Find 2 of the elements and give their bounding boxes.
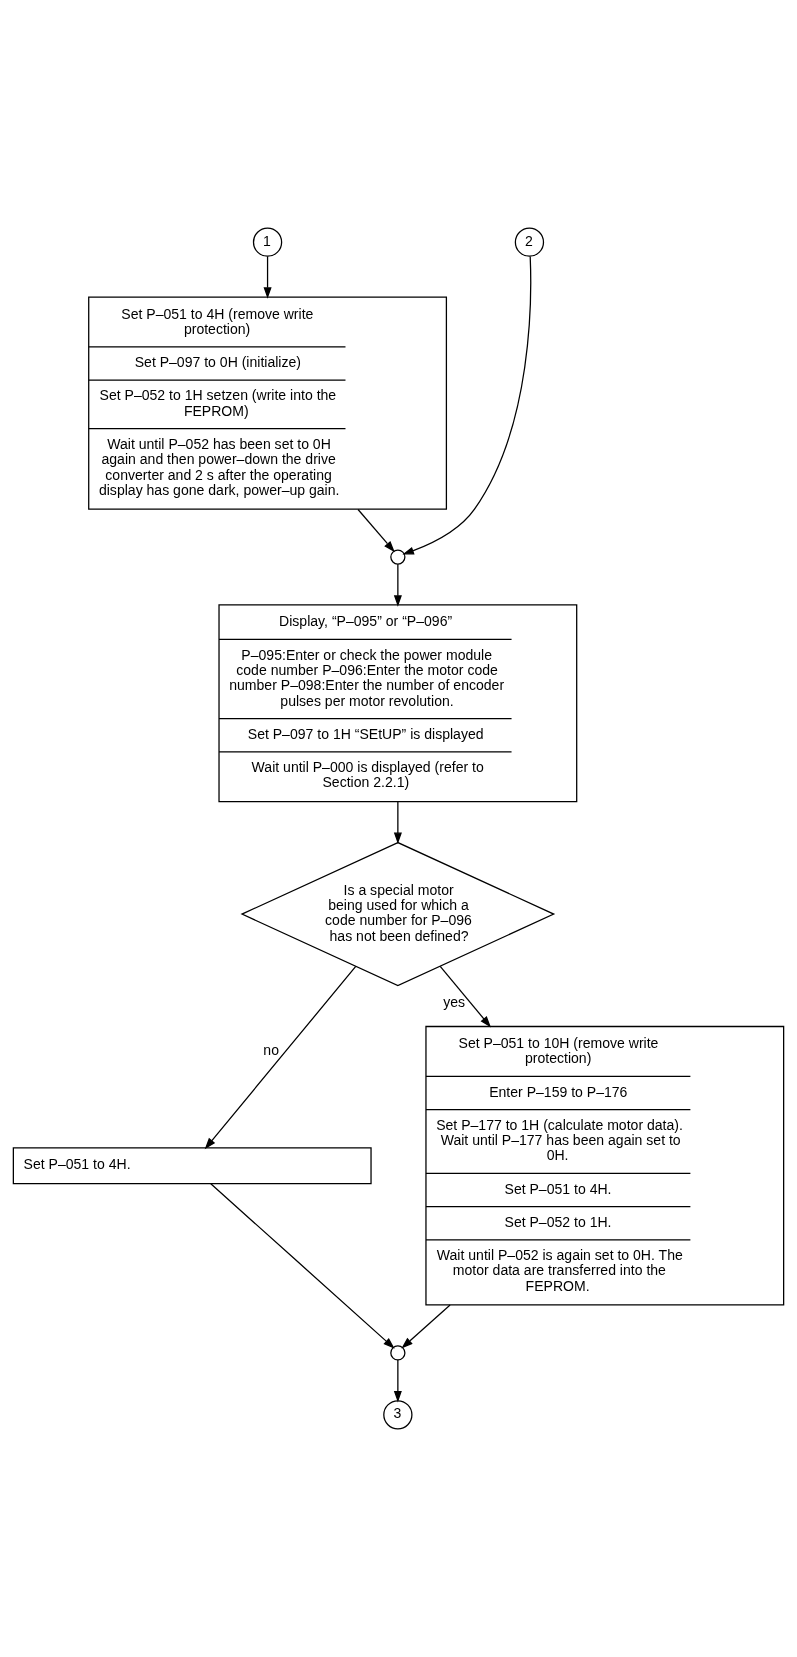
edge-label: yes <box>443 994 466 1011</box>
edge-label: no <box>263 1041 279 1058</box>
